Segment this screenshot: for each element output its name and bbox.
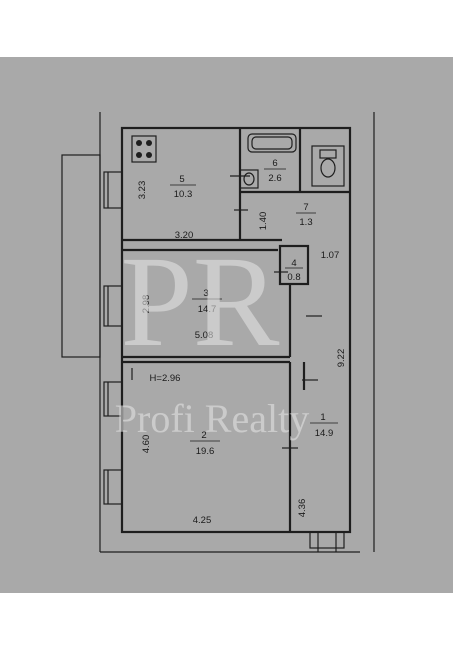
watermark-logo: PR [120,230,279,374]
room-7-label: 7 1.3 [296,202,316,228]
room-3-number: 3 [203,288,208,299]
bathtub-icon [247,133,297,153]
room-6-area: 2.6 [268,173,281,184]
dim-room2-height: 4.60 [141,435,152,454]
room-6-label: 6 2.6 [264,158,286,184]
room-7-number: 7 [303,202,308,213]
interior-walls [122,128,350,532]
dim-kitchen-width: 3.20 [175,230,194,241]
dim-room3-height: 2.98 [141,295,152,314]
room-4-number: 4 [291,258,296,269]
windows-left [103,171,123,505]
room-3-area: 14.7 [198,304,217,315]
room-3-label: 3 14.7 [192,288,222,315]
dim-room2-width: 4.25 [193,515,212,526]
room-5-label: 5 10.3 [170,174,196,200]
dim-hall-lower: 4.36 [297,499,308,518]
room-1-number: 1 [320,412,325,423]
room-5-number: 5 [179,174,184,185]
stove-icon [131,135,157,163]
sink-icon [239,169,259,189]
dim-kitchen-height: 3.23 [137,181,148,200]
room-5-area: 10.3 [174,189,193,200]
dim-room3-width: 5.08 [195,330,214,341]
dim-hall-height: 9.22 [336,349,347,368]
room-6-number: 6 [272,158,277,169]
room-2-number: 2 [201,430,206,441]
watermark-text: Profi Realty [115,396,309,441]
room-4-label: 4 0.8 [285,258,303,283]
dim-corridor-height: 1.40 [258,212,269,231]
room-4-area: 0.8 [287,272,300,283]
toilet-icon [311,145,345,187]
floor-plan-sheet [0,57,453,593]
window-bottom [309,531,345,552]
room-1-area: 14.9 [315,428,334,439]
dim-closet-width: 1.07 [321,250,340,261]
room-2-label: 2 19.6 [190,430,220,457]
outer-walls [120,126,352,534]
room-2-area: 19.6 [196,446,215,457]
balcony [61,154,101,358]
dim-ceiling: H=2.96 [150,373,181,384]
room-7-area: 1.3 [299,217,312,228]
room-1-label: 1 14.9 [310,412,338,439]
